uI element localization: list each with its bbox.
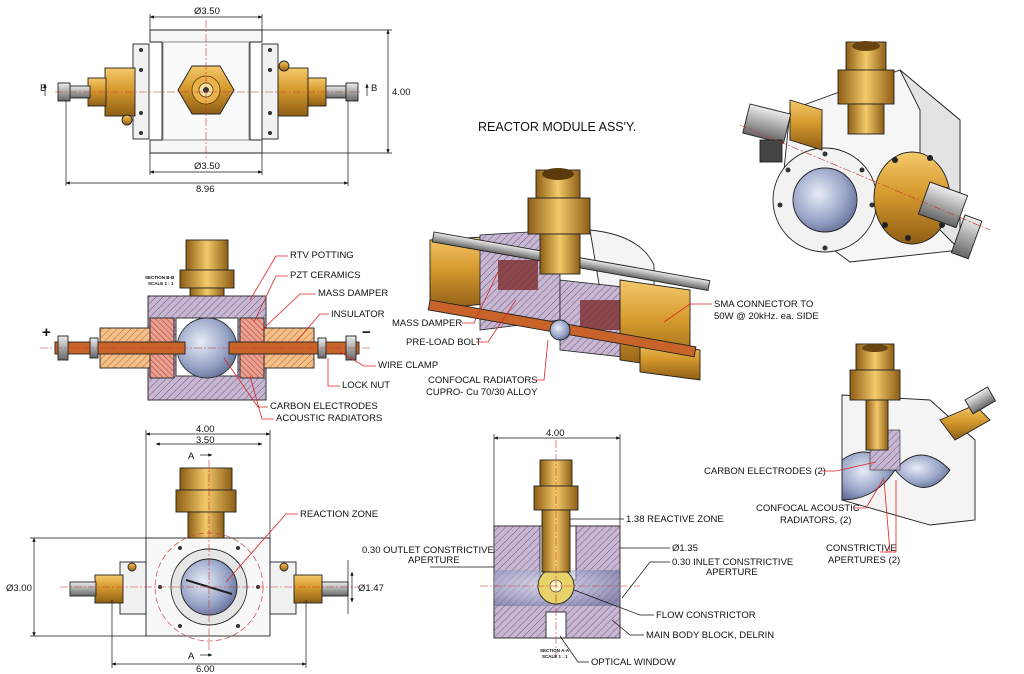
section-aa-caption: SECTION A-A xyxy=(540,648,570,653)
label-insulator: INSULATOR xyxy=(331,309,385,320)
label-cutaway-confocal-1: CONFOCAL ACOUSTIC xyxy=(756,503,860,514)
label-cutaway-constrict-2: APERTURES (2) xyxy=(828,555,900,566)
section-marker-a-top: A xyxy=(188,451,195,462)
assembly-isometric xyxy=(739,41,991,263)
label-dia-135: Ø1.35 xyxy=(672,543,698,554)
section-b-b: SECTION B-B SCALE 1 : 1 + − RTV POTTING … xyxy=(40,239,438,424)
label-carbon-electrodes: CARBON ELECTRODES xyxy=(270,401,378,412)
dim-overall-width: 8.96 xyxy=(196,184,215,195)
dim-top-dia: Ø3.50 xyxy=(194,6,220,17)
label-reaction-zone: REACTION ZONE xyxy=(300,509,378,520)
label-outlet-aperture-2: APERTURE xyxy=(408,555,460,566)
label-acoustic-radiators: ACOUSTIC RADIATORS xyxy=(276,413,382,424)
label-pzt-ceramics: PZT CERAMICS xyxy=(290,270,361,281)
label-wire-clamp: WIRE CLAMP xyxy=(378,360,438,371)
dim-bottom-dia: Ø3.50 xyxy=(194,161,220,172)
label-rtv-potting: RTV POTTING xyxy=(290,250,354,261)
label-center-mass-damper: MASS DAMPER xyxy=(392,318,462,329)
label-inlet-aperture-2: APERTURE xyxy=(706,567,758,578)
label-flow-constrictor: FLOW CONSTRICTOR xyxy=(656,610,756,621)
label-optical-window: OPTICAL WINDOW xyxy=(591,657,676,668)
top-view: Ø3.50 Ø3.50 8.96 4.00 B B xyxy=(40,6,411,195)
label-reactive-zone: 1.38 REACTIVE ZONE xyxy=(626,514,724,525)
drawing-title: REACTOR MODULE ASS'Y. xyxy=(478,120,636,134)
section-marker-b-right: B xyxy=(371,83,377,94)
section-a-a: 4.00 1.38 REACTIVE ZONE Ø1.35 0.30 OUTLE… xyxy=(362,428,793,668)
dim-front-dia-147: Ø1.47 xyxy=(358,583,384,594)
label-confocal-radiators: CONFOCAL RADIATORS xyxy=(428,375,538,386)
front-view: 4.00 3.50 6.00 Ø3.00 Ø1.47 A A REACTION … xyxy=(6,424,384,674)
dim-front-dia-300: Ø3.00 xyxy=(6,583,32,594)
label-main-body-block: MAIN BODY BLOCK, DELRIN xyxy=(646,630,774,641)
dim-front-flange: 3.50 xyxy=(196,435,215,446)
label-cutaway-confocal-2: RADIATORS, (2) xyxy=(780,515,851,526)
label-outlet-aperture-1: 0.30 OUTLET CONSTRICTIVE xyxy=(362,545,494,556)
section-marker-a-bottom: A xyxy=(188,651,195,662)
dim-front-overall: 6.00 xyxy=(196,664,215,674)
section-aa-scale: SCALE 1 : 1 xyxy=(542,654,568,659)
label-inlet-aperture-1: 0.30 INLET CONSTRICTIVE xyxy=(672,557,793,568)
dim-height: 4.00 xyxy=(392,87,411,98)
section-bb-scale: SCALE 1 : 1 xyxy=(148,281,174,286)
label-sma-power: 50W @ 20kHz. ea. SIDE xyxy=(714,311,819,322)
section-bb-caption: SECTION B-B xyxy=(145,275,175,280)
terminal-minus: − xyxy=(362,324,371,341)
section-marker-b-left: B xyxy=(40,83,46,94)
dim-section-aa-width: 4.00 xyxy=(546,428,565,439)
label-cutaway-carbon: CARBON ELECTRODES (2) xyxy=(704,466,826,477)
label-cutaway-constrict-1: CONSTRICTIVE xyxy=(826,543,897,554)
label-preload-bolt: PRE-LOAD BOLT xyxy=(406,337,482,348)
label-mass-damper: MASS DAMPER xyxy=(318,288,388,299)
terminal-plus: + xyxy=(42,324,51,341)
label-sma-connector: SMA CONNECTOR TO xyxy=(714,299,813,310)
center-isometric: MASS DAMPER PRE-LOAD BOLT CONFOCAL RADIA… xyxy=(392,168,819,398)
label-cupro-alloy: CUPRO- Cu 70/30 ALLOY xyxy=(426,387,538,398)
label-lock-nut: LOCK NUT xyxy=(342,380,390,391)
dim-front-width: 4.00 xyxy=(196,424,215,435)
cutaway-isometric: CARBON ELECTRODES (2) CONFOCAL ACOUSTIC … xyxy=(704,343,997,566)
